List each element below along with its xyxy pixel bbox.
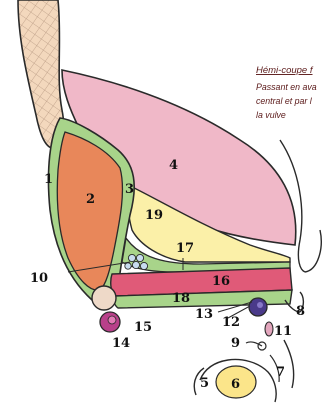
label-13: 13 [195, 307, 213, 322]
label-2: 2 [86, 192, 95, 207]
label-8: 8 [296, 304, 305, 319]
label-16: 16 [212, 274, 230, 289]
label-5: 5 [200, 376, 209, 391]
label-19: 19 [145, 208, 163, 223]
label-15: 15 [134, 320, 152, 335]
structure-15 [108, 316, 116, 324]
caption-line-2: central et par l [256, 96, 313, 106]
node-circle [92, 286, 116, 310]
label-17: 17 [176, 241, 194, 256]
label-18: 18 [172, 291, 190, 306]
structure-12-inner [257, 302, 263, 308]
label-12: 12 [222, 315, 240, 330]
caption-block: Hémi-coupe f Passant en ava central et p… [256, 65, 317, 120]
label-6: 6 [231, 377, 240, 392]
label-9: 9 [231, 336, 240, 351]
caption-line-1: Passant en ava [256, 82, 317, 92]
label-3: 3 [125, 182, 134, 197]
label-7: 7 [276, 365, 285, 380]
label-1: 1 [44, 172, 53, 187]
label-14: 14 [112, 336, 130, 351]
label-10: 10 [30, 271, 48, 286]
label-4: 4 [169, 158, 178, 173]
structure-9 [246, 342, 266, 350]
caption-title: Hémi-coupe f [256, 65, 314, 76]
structure-11 [265, 322, 273, 336]
label-11: 11 [274, 324, 292, 339]
caption-line-3: la vulve [256, 110, 286, 120]
